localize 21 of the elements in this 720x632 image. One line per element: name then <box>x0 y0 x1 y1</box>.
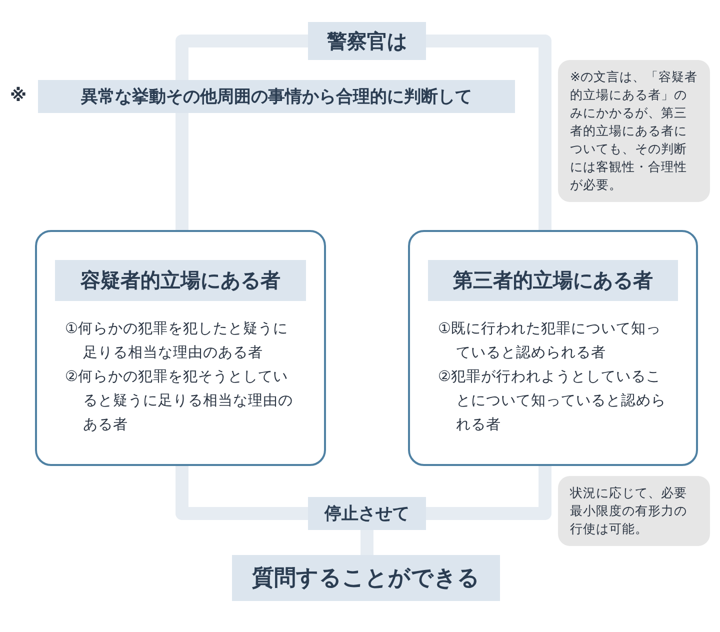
list-item: ②何らかの犯罪を犯そうとしていると疑うに足りる相当な理由のある者 <box>65 368 294 435</box>
connector-line <box>426 34 552 230</box>
connector-line <box>426 466 552 520</box>
list-item: ②犯罪が行われようとしていることについて知っていると認められる者 <box>438 368 667 435</box>
category-card <box>408 230 698 466</box>
speech-bubble: 状況に応じて、必要最小限度の有形力の行使は可能。 <box>558 476 710 546</box>
category-heading: 第三者的立場にある者 <box>428 260 678 301</box>
connector-line <box>360 530 374 555</box>
connector-line <box>176 466 308 520</box>
connector-line <box>176 113 188 230</box>
note-mark: ※ <box>10 86 27 106</box>
list-item: ①何らかの犯罪を犯したと疑うに足りる相当な理由のある者 <box>65 320 289 363</box>
speech-bubble: ※の文言は、「容疑者的立場にある者」のみにかかるが、第三者的立場にある者についても、その判断には客観性・合理性が必要。 <box>558 60 710 202</box>
action-tag: 停止させて <box>308 497 426 530</box>
title-tag: 警察官は <box>308 22 426 60</box>
connector-line <box>176 34 308 80</box>
condition-tag: 異常な挙動その他周囲の事情から合理的に判断して <box>38 80 515 113</box>
list-item: ①既に行われた犯罪について知っていると認められる者 <box>438 320 662 363</box>
category-card <box>35 230 326 466</box>
category-heading: 容疑者的立場にある者 <box>55 260 306 301</box>
result-tag: 質問することができる <box>232 555 500 601</box>
